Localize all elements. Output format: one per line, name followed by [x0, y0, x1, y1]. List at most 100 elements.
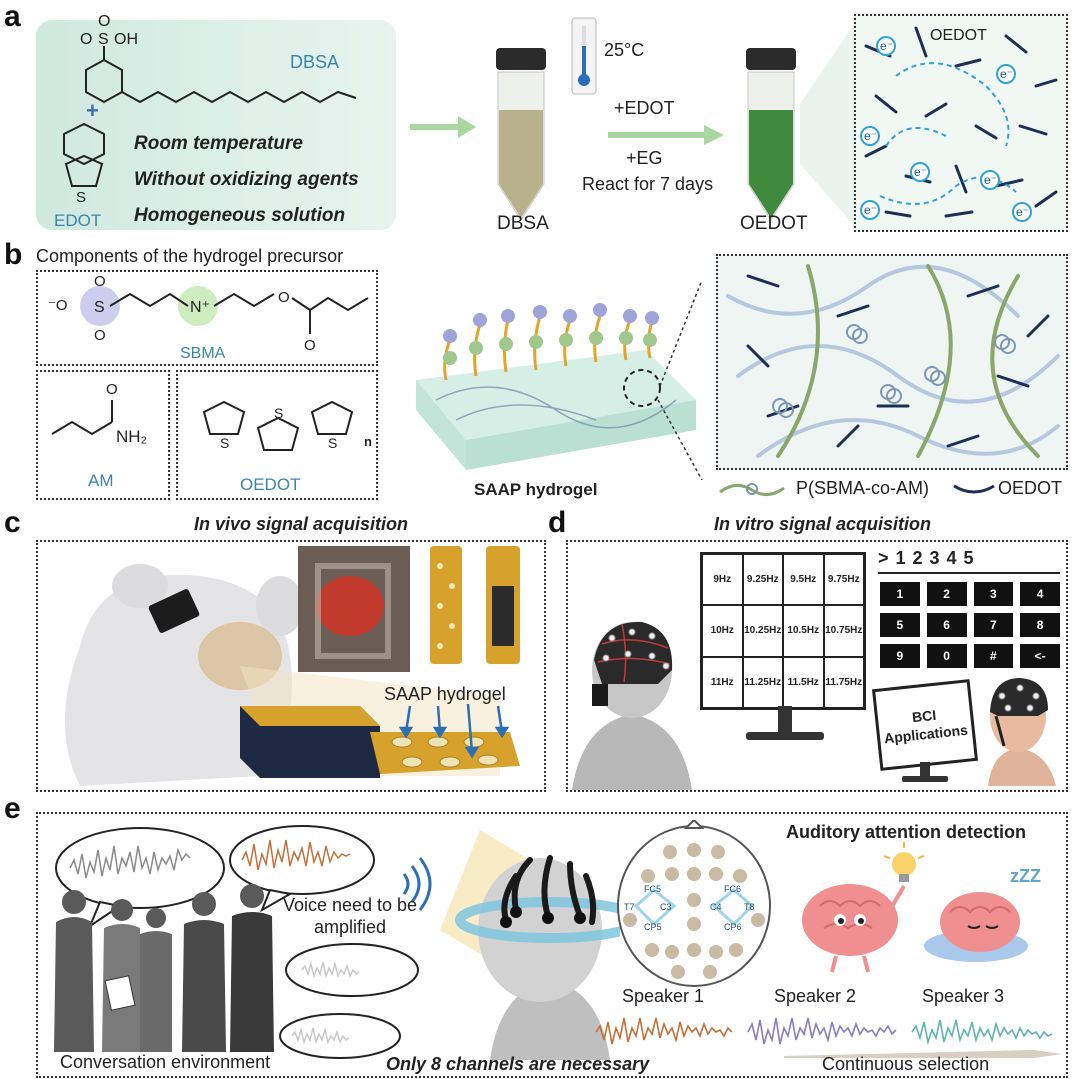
keypad-key[interactable]: 4 — [1020, 582, 1060, 606]
arrow-to-oedot — [608, 125, 724, 145]
freq-cell: 10.25Hz — [743, 606, 782, 656]
freq-cell: 9.75Hz — [824, 555, 863, 605]
dbsa-o-left: O — [80, 31, 92, 48]
sbma-o-2: O — [94, 327, 106, 344]
voice-note: Voice need to be amplified — [282, 895, 418, 937]
dbsa-o-top: O — [98, 13, 110, 30]
keypad-key[interactable]: 6 — [926, 613, 967, 637]
arrow-to-dbsa — [410, 116, 476, 138]
freq-cell: 11Hz — [703, 657, 742, 707]
panel-e-title: Auditory attention detection — [786, 822, 1026, 842]
dbsa-label: DBSA — [290, 52, 339, 72]
condition-1: Room temperature — [134, 133, 303, 154]
frequency-grid: 9Hz 9.25Hz 9.5Hz 9.75Hz 10Hz 10.25Hz 10.… — [703, 555, 863, 707]
freq-cell: 11.5Hz — [784, 657, 823, 707]
headband-subject — [440, 830, 620, 1060]
speech-bubbles — [55, 825, 432, 1059]
am-box — [36, 370, 170, 500]
sleep-zzz: zZZ — [1010, 866, 1041, 886]
tube-2-label: OEDOT — [740, 213, 808, 234]
speaker-1-label: Speaker 1 — [622, 986, 705, 1006]
continuous-waveform — [595, 1017, 1053, 1046]
freq-cell: 11.75Hz — [824, 657, 863, 707]
speaker-2-label: Speaker 2 — [774, 986, 857, 1006]
oedot-s-2: S — [274, 405, 283, 421]
keypad-key[interactable]: 8 — [1020, 613, 1060, 637]
keypad-key[interactable]: 0 — [926, 644, 967, 668]
oedot-network: e⁻ e⁻ e⁻ e⁻ e⁻ e⁻ e⁻ OEDOT — [860, 26, 1058, 222]
electron-2: e⁻ — [1000, 67, 1013, 81]
sbma-box — [36, 270, 378, 366]
monitor-stand — [746, 706, 824, 740]
panel-letter-e: e — [4, 792, 21, 825]
bci-screen: BCI Applications — [871, 679, 979, 771]
am-structure: O NH₂ AM — [51, 381, 147, 490]
electron-4: e⁻ — [914, 165, 927, 179]
keypad-key[interactable]: # — [973, 644, 1014, 668]
reaction-conditions-box — [36, 20, 396, 230]
tube-1-label: DBSA — [497, 213, 549, 234]
keypad-key[interactable]: 7 — [973, 613, 1014, 637]
reaction-time: React for 7 days — [582, 174, 714, 194]
am-label: AM — [88, 471, 114, 490]
electrode-c4: C4 — [710, 902, 722, 912]
oedot-tube — [746, 48, 796, 221]
selection-arrow — [784, 1050, 1062, 1058]
legend-symbol-copolymer — [719, 483, 785, 496]
reagent-eg: +EG — [626, 148, 663, 168]
freq-cell: 11.25Hz — [743, 657, 782, 707]
edot-label: EDOT — [54, 211, 101, 230]
zoom-wedge — [800, 18, 858, 230]
dbsa-oh: OH — [114, 31, 138, 48]
in-vivo-hydrogel-label: SAAP hydrogel — [384, 684, 506, 704]
stimulus-monitor: 9Hz 9.25Hz 9.5Hz 9.75Hz 10Hz 10.25Hz 10.… — [700, 552, 866, 710]
keypad-key[interactable]: 9 — [880, 644, 920, 668]
sbma-s-atom: S — [94, 299, 105, 316]
electrode-fc5: FC5 — [644, 884, 661, 894]
am-nh2: NH₂ — [116, 427, 147, 446]
attention-brains: zZZ — [802, 842, 1041, 973]
electron-5: e⁻ — [984, 173, 997, 187]
legend-copolymer: P(SBMA-co-AM) — [796, 478, 930, 498]
sbma-n-plus: N⁺ — [190, 299, 210, 316]
freq-cell: 10.5Hz — [784, 606, 823, 656]
conversation-people — [54, 884, 274, 1052]
selection-label: Continuous selection — [822, 1054, 990, 1074]
panel-e-frame — [36, 812, 1068, 1078]
keypad-key[interactable]: 2 — [926, 582, 967, 606]
sbma-carbonyl-o: O — [304, 337, 316, 354]
keypad-key[interactable]: 5 — [880, 613, 920, 637]
dbsa-tube — [496, 48, 546, 221]
panel-letter-d: d — [548, 506, 567, 539]
electrode-cp5: CP5 — [644, 922, 662, 932]
freq-cell: 9.5Hz — [784, 555, 823, 605]
condition-3: Homogeneous solution — [134, 205, 346, 226]
sbma-o-1: O — [94, 273, 106, 290]
sbma-o-minus: ⁻O — [48, 297, 68, 314]
electrode-t7: T7 — [624, 902, 635, 912]
panel-b-title: Components of the hydrogel precursor — [36, 246, 344, 266]
side-face-subject — [988, 678, 1056, 786]
oedot-s-3: S — [328, 435, 337, 451]
dbsa-s-atom: S — [98, 31, 109, 48]
panel-d-title: In vitro signal acquisition — [714, 514, 932, 534]
keypad-key[interactable]: 1 — [880, 582, 920, 606]
bci-label: BCI Applications — [883, 706, 969, 747]
eeg-subject — [572, 621, 692, 790]
legend-oedot: OEDOT — [998, 478, 1063, 498]
dbsa-edot-structures: S OH O O DBSA + S EDOT — [54, 13, 357, 230]
reagent-edot: +EDOT — [614, 98, 675, 118]
edot-s-atom: S — [76, 189, 86, 206]
freq-cell: 9.25Hz — [743, 555, 782, 605]
freq-cell: 10.75Hz — [824, 606, 863, 656]
keypad-key[interactable]: 3 — [973, 582, 1014, 606]
am-o: O — [106, 381, 118, 398]
hydrogel-label: SAAP hydrogel — [474, 480, 598, 499]
inset-oedot-label: OEDOT — [930, 27, 987, 44]
electrode-fc6: FC6 — [724, 884, 741, 894]
legend-symbol-oedot — [953, 484, 995, 494]
electrode-cp6: CP6 — [724, 922, 742, 932]
keypad: 1 2 3 4 5 6 7 8 9 0 # <- — [880, 582, 1060, 668]
keypad-key[interactable]: <- — [1020, 644, 1060, 668]
network-chains — [726, 264, 1060, 458]
